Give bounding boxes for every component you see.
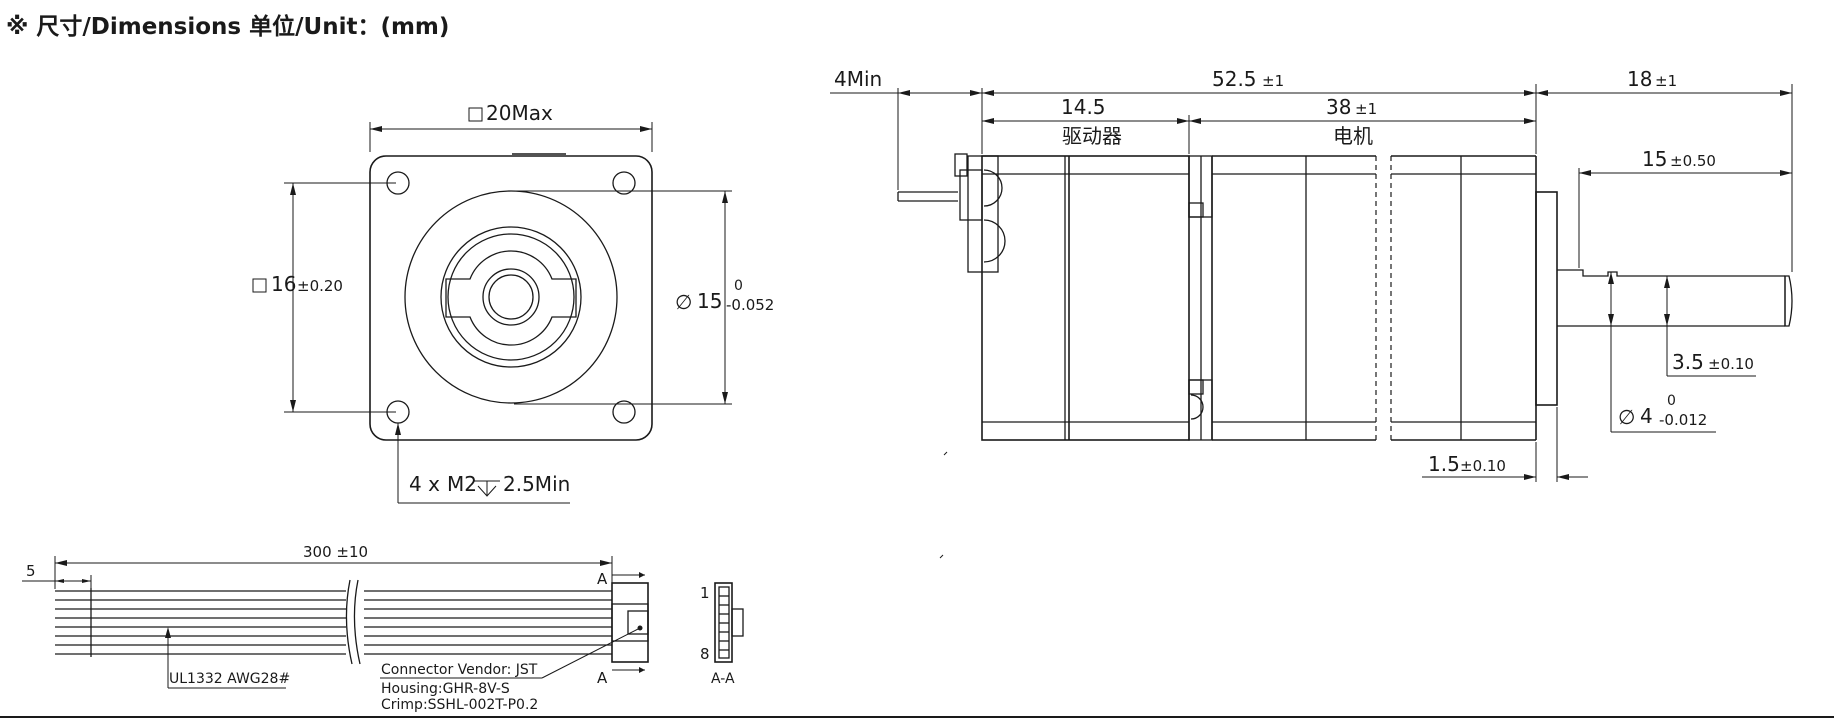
shaft-diameter-symbol: ∅ [1618, 405, 1635, 429]
flat-depth-label: 3.5 [1672, 350, 1704, 374]
cable-length-label: 300 ±10 [303, 543, 368, 561]
flat-depth-tolerance: ±0.10 [1708, 355, 1754, 373]
hole-spacing-tolerance: ±0.20 [297, 277, 343, 295]
cable-wires [55, 579, 612, 665]
shaft-tol-upper: 0 [1667, 393, 1676, 409]
housing-label: Housing:GHR-8V-S [381, 681, 510, 697]
shaft-usable-label: 15 [1642, 147, 1667, 171]
motor-label: 电机 [1333, 124, 1373, 148]
pilot-boss [404, 190, 618, 404]
driver-length-label: 14.5 [1061, 95, 1106, 119]
pilot-boss-side [1535, 191, 1558, 406]
shaft-length-tolerance: ±1 [1655, 72, 1677, 90]
driver-body [981, 155, 1190, 441]
min-4-label: 4Min [834, 67, 882, 91]
outer-square-label: 20Max [486, 101, 553, 125]
drawing-title: ※ 尺寸/Dimensions 单位/Unit：(mm) [6, 13, 449, 40]
boss-length-tolerance: ±0.10 [1460, 457, 1506, 475]
holes-thread: M2 [447, 472, 477, 496]
connector-housing [611, 582, 649, 663]
pin-last-label: 8 [700, 645, 710, 663]
connector-section-aa [714, 582, 744, 663]
total-length-label: 52.5 [1212, 67, 1257, 91]
section-mark-top: A [597, 570, 608, 588]
section-mark-bottom: A [597, 669, 608, 687]
mounting-hole [612, 171, 636, 195]
motor-length-tolerance: ±1 [1355, 100, 1377, 118]
boss-length-label: 1.5 [1428, 452, 1460, 476]
flange-outline [369, 155, 653, 441]
side-view: 4Min 52.5 ±1 18 ±1 14.5 驱动器 38 ±1 电机 15 … [830, 67, 1793, 559]
cable-view: A A 5 300 ±10 UL1332 AWG28# Connector Ve… [22, 543, 744, 713]
holes-count: 4 x [409, 472, 440, 496]
connector-vendor-label: Connector Vendor: JST [381, 662, 538, 678]
mounting-hole [612, 400, 636, 424]
pilot-diameter-symbol: ∅ [675, 290, 692, 314]
shaft-length-label: 18 [1627, 67, 1652, 91]
hole-spacing-label: 16 [271, 272, 296, 296]
shaft-section [488, 274, 534, 320]
driver-label: 驱动器 [1062, 124, 1122, 148]
pin-first-label: 1 [700, 584, 710, 602]
motor-length-label: 38 [1326, 95, 1351, 119]
front-view: 20Max 16 ±0.20 ∅ 15 0 -0.052 4 x M2 2.5M… [252, 101, 774, 504]
strip-length-label: 5 [26, 562, 36, 580]
holes-depth: 2.5Min [503, 472, 570, 496]
crimp-label: Crimp:SSHL-002T-P0.2 [381, 697, 538, 713]
cable-spec-label: UL1332 AWG28# [169, 671, 290, 687]
shaft-usable-tolerance: ±0.50 [1670, 152, 1716, 170]
pilot-diameter-label: 15 [697, 289, 722, 313]
pilot-tol-lower: -0.052 [726, 296, 774, 314]
total-length-tolerance: ±1 [1262, 72, 1284, 90]
shaft [1557, 269, 1793, 327]
depth-symbol [474, 480, 500, 497]
shaft-tol-lower: -0.012 [1659, 411, 1707, 429]
shaft-diameter-label: 4 [1640, 404, 1653, 428]
section-label: A-A [711, 671, 735, 687]
pilot-tol-upper: 0 [734, 278, 743, 294]
